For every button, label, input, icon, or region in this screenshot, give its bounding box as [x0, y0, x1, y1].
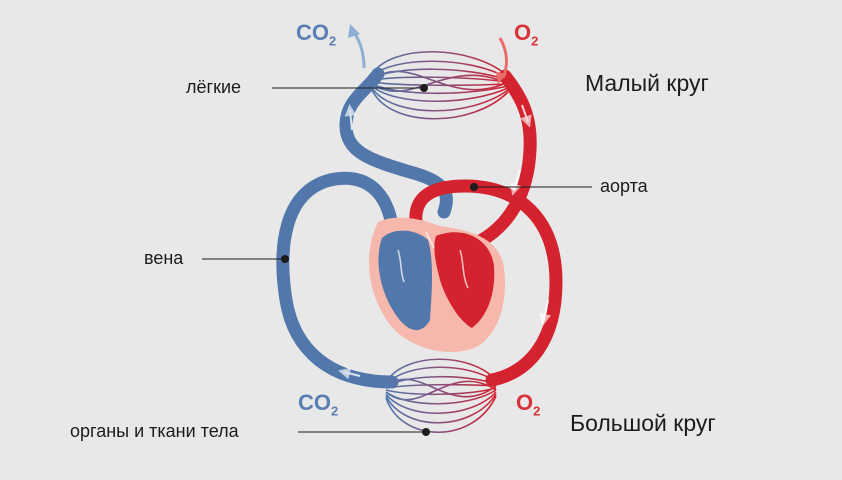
lungs-capillary-icon	[371, 51, 509, 120]
heart-icon	[368, 217, 505, 353]
organs-capillary-icon	[385, 358, 497, 434]
label-aorta: аорта	[600, 176, 648, 196]
arterial-vessels	[409, 69, 563, 387]
gas-co2-top: CO2	[296, 20, 337, 49]
gas-o2-bottom: O2	[516, 390, 541, 419]
aorta-vessel	[409, 179, 563, 387]
title-small-circle: Малый круг	[585, 70, 709, 96]
label-vein: вена	[144, 248, 184, 268]
pulmonary-vein	[475, 69, 537, 247]
label-lungs: лёгкие	[186, 77, 242, 97]
gas-o2-top: O2	[514, 20, 539, 49]
label-organs: органы и ткани тела	[70, 421, 239, 441]
flow-arrows	[338, 104, 552, 380]
co2-arrow-icon	[352, 31, 366, 69]
vena-cava	[276, 171, 399, 389]
leader-dots	[281, 84, 478, 436]
title-big-circle: Большой круг	[570, 410, 716, 436]
leader-lines	[202, 87, 592, 433]
gas-co2-bottom: CO2	[298, 390, 339, 419]
